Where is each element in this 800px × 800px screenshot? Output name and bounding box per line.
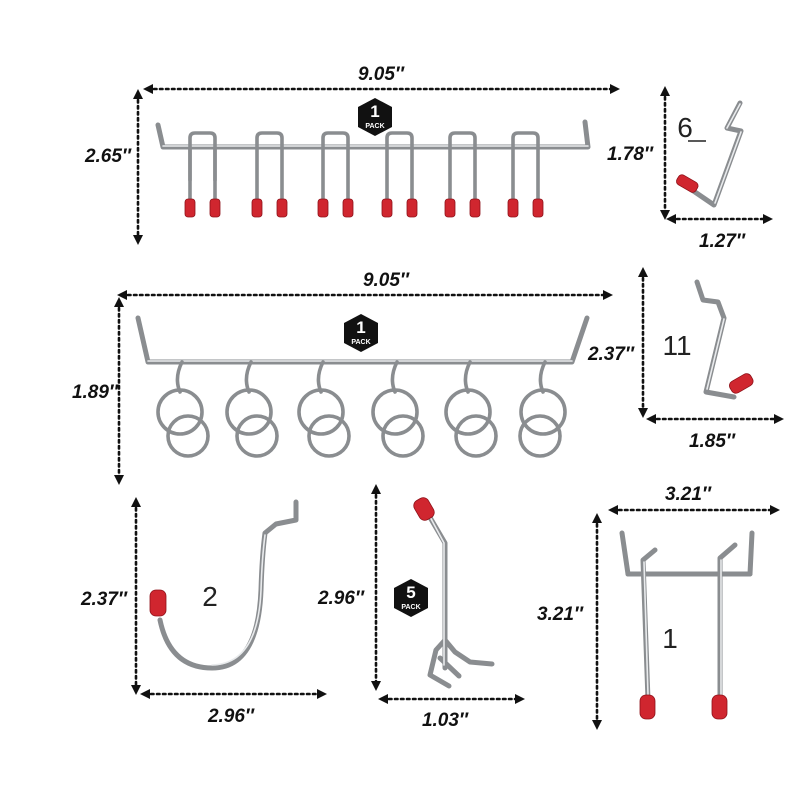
height-label: 1.89″ [72,382,119,403]
width-label: 1.03″ [422,710,469,731]
quantity-label: 6 [677,112,693,143]
svg-text:1: 1 [370,102,379,121]
j-hook-small: 1.78″ 1.27″ 6 [607,86,773,252]
height-label: 2.37″ [587,344,635,365]
quantity-label: 2 [202,581,218,612]
svg-text:1: 1 [356,318,365,337]
bar-wire [155,119,591,218]
pack-badge: 1 PACK [344,314,378,352]
hook-wire [413,497,495,689]
height-label: 1.78″ [607,144,654,165]
svg-text:PACK: PACK [401,604,420,611]
pack-badge: 5 PACK [394,579,428,617]
svg-text:PACK: PACK [365,123,384,130]
bar-wire [135,315,590,458]
hook-bar-straight: 9.05″ 2.65″ [84,64,620,245]
pack-badge: 1 PACK [358,98,392,136]
width-label: 9.05″ [358,64,405,85]
svg-text:PACK: PACK [351,339,370,346]
quantity-label: 11 [662,330,691,361]
height-label: 2.96″ [317,588,365,609]
j-hook-medium: 2.37″ 1.85″ 11 [587,267,784,452]
quantity-label: 1 [662,623,678,654]
double-hook: 3.21″ 3.21″ 1 [537,484,780,730]
height-label: 3.21″ [537,604,584,625]
bent-hook: 2.96″ 1.03″ 5 PACK [317,484,525,731]
width-label: 1.27″ [699,231,746,252]
height-label: 2.65″ [84,146,132,167]
width-label: 1.85″ [689,431,736,452]
height-label: 2.37″ [80,589,128,610]
hook-wire [619,530,755,720]
width-label: 9.05″ [363,270,410,291]
width-label: 2.96″ [207,706,255,727]
hook-wire [676,100,744,208]
hook-bar-loops: 9.05″ 1.89″ [72,270,613,485]
svg-text:5: 5 [406,583,415,602]
j-hook-large: 2.37″ 2.96″ 2 [80,497,327,727]
hook-wire [149,499,299,671]
width-label: 3.21″ [665,484,712,505]
hook-wire [694,279,754,400]
